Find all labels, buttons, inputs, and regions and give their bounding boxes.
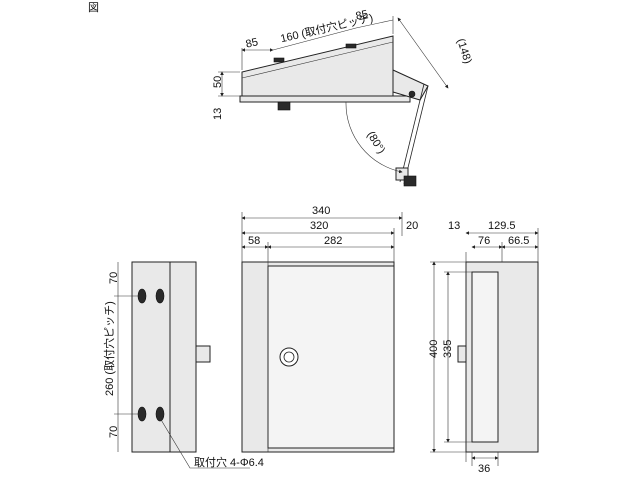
left-view: 70 260 (取付穴ピッチ) 70 取付穴 4-Φ6.4 <box>102 261 264 469</box>
top-view-dim-depth: (148) <box>454 37 473 65</box>
left-view-dim-pitch: 260 (取付穴ピッチ) <box>102 301 116 396</box>
left-view-latch <box>195 345 211 363</box>
top-view-dim-base: 13 <box>212 108 224 120</box>
left-view-backplate <box>131 261 171 453</box>
front-view-lock-core <box>283 351 295 363</box>
front-view-lock <box>279 347 299 367</box>
top-view-stud-left <box>277 101 291 111</box>
top-view-dim-right: 85 <box>355 8 370 22</box>
left-view-dim-bottom: 70 <box>108 426 120 438</box>
top-view-dim-height: 50 <box>212 76 224 88</box>
top-view-dimline-right <box>355 19 394 29</box>
left-view-leader <box>159 417 250 469</box>
side-view-dim-height: 400 <box>428 340 440 358</box>
top-view-stud-mark-left <box>273 57 285 63</box>
side-view-dim-bottom: 36 <box>478 463 490 475</box>
top-view-dim-left: 85 <box>245 36 260 50</box>
front-view-dim-door: 282 <box>324 235 342 247</box>
side-view-dim-inner: 335 <box>442 340 454 358</box>
top-view-dim-angle: (80°) <box>364 129 387 156</box>
top-view-stud-mark-right <box>345 43 357 49</box>
left-view-hole-br <box>155 406 165 422</box>
top-view-dimline-pitch <box>272 27 357 51</box>
top-view: (80°) 85 160 (取付穴ピッチ) 85 (148) 50 13 <box>212 8 474 187</box>
side-view-latch <box>457 345 467 363</box>
left-view-hole-tr <box>155 288 165 304</box>
side-view-dim-b: 66.5 <box>508 235 529 247</box>
side-view-dim-depth: 129.5 <box>488 220 516 232</box>
front-view-dim-body: 320 <box>310 220 328 232</box>
top-view-open-door <box>399 83 425 183</box>
side-view: 13 129.5 76 66.5 400 335 36 <box>428 220 539 475</box>
side-view-door-edge <box>471 271 499 443</box>
top-view-latch-knob <box>403 175 417 187</box>
side-view-dim-a: 76 <box>478 235 490 247</box>
top-view-body <box>241 35 394 97</box>
left-view-body <box>169 261 197 453</box>
front-view-dim-offset: 58 <box>248 235 260 247</box>
top-view-hinge-pin <box>408 90 416 98</box>
left-view-dim-top: 70 <box>108 272 120 284</box>
side-view-dim-flange: 13 <box>448 220 460 232</box>
top-view-angle-arc <box>345 101 403 174</box>
front-view-dim-hinge-gap: 20 <box>406 220 418 232</box>
top-view-lid-edge <box>241 41 394 79</box>
corner-mark: 図 <box>88 1 99 14</box>
top-view-dimline-depth <box>397 17 449 89</box>
front-view: 340 320 58 282 20 <box>241 205 418 453</box>
top-view-base-plate <box>239 95 411 103</box>
left-view-hole-note: 取付穴 4-Φ6.4 <box>194 455 264 469</box>
front-view-dim-overall: 340 <box>312 205 330 217</box>
